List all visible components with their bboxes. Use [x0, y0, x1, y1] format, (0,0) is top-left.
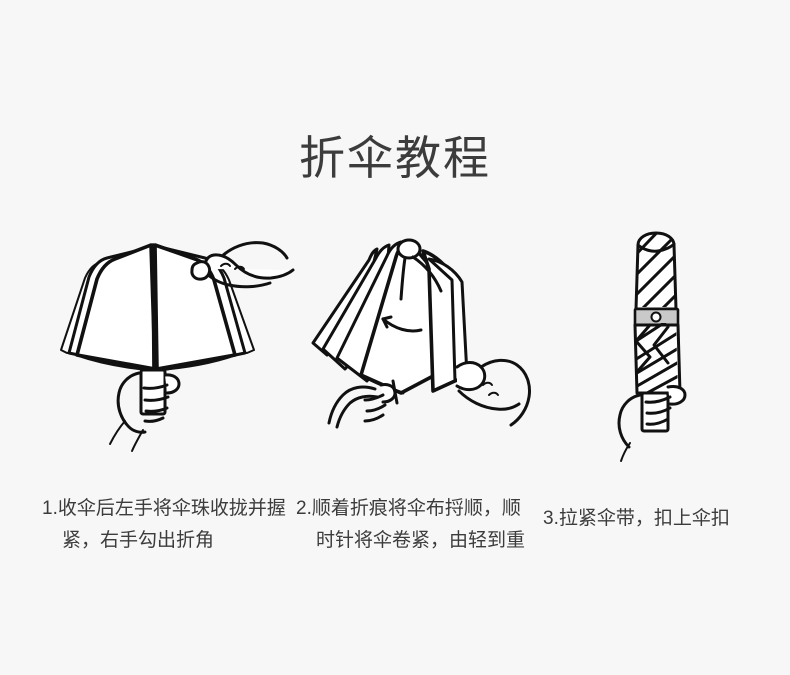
right-hand-pinching-fold: [190, 241, 295, 289]
furled-umbrella-upper: [634, 231, 678, 311]
step-1-illustration: [55, 225, 295, 452]
folded-umbrella-body: [311, 238, 469, 395]
open-umbrella-fabric: [60, 243, 255, 375]
step-2-illustration: [305, 225, 545, 429]
left-hand-supporting: [327, 379, 399, 429]
step-captions-row: 1.收伞后左手将伞珠收拢并握紧，右手勾出折角 2.顺着折痕将伞布捋顺，顺时针将伞…: [0, 468, 790, 598]
step-3-illustration: [590, 225, 750, 462]
step-illustrations-row: [0, 225, 790, 462]
umbrella-strap-with-button: [633, 307, 680, 327]
step-3-caption: 3.拉紧伞带，扣上伞扣: [543, 508, 730, 529]
upper-spiral-hatching: [636, 233, 676, 307]
page-title: 折伞教程: [299, 131, 491, 184]
lower-spiral-hatching: [636, 323, 678, 393]
right-hand-rolling: [455, 358, 531, 427]
left-hand-gripping-handle: [109, 368, 181, 452]
furled-umbrella-lower: [633, 323, 682, 395]
rolling-direction-arrow: [381, 315, 423, 333]
step-2-caption: 2.顺着折痕将伞布捋顺，顺时针将伞卷紧，由轻到重: [296, 498, 526, 551]
step-1-caption: 1.收伞后左手将伞珠收拢并握紧，右手勾出折角: [42, 498, 286, 551]
hand-gripping-furled-umbrella: [617, 385, 687, 462]
